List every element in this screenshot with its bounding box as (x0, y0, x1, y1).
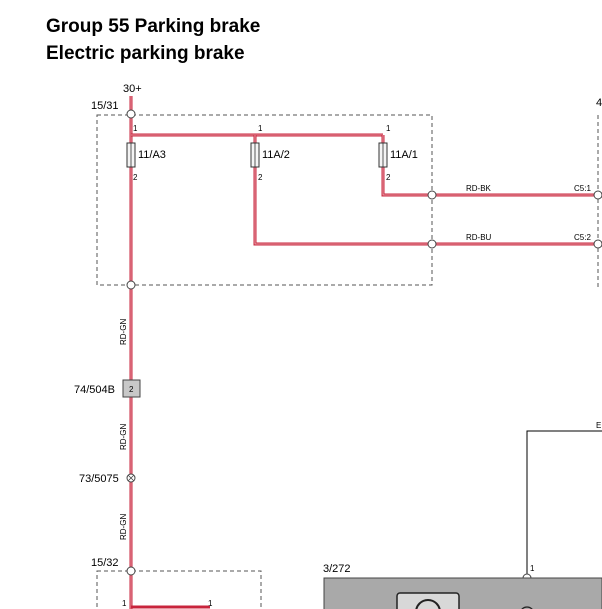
fuse-11a2-pin-top: 1 (258, 124, 263, 133)
supply-node (126, 109, 136, 119)
fuse-11a3-pin-top: 1 (133, 124, 138, 133)
wire-rd-bu-label: RD-BU (466, 233, 492, 242)
splice-73-5075-label: 73/5075 (79, 473, 119, 485)
bottom-mid-pin-label: 1 (208, 599, 213, 608)
fuse-11a2-label: 11A/2 (262, 149, 290, 161)
box-exit-node (126, 280, 136, 290)
bottom-box-label: 15/32 (91, 557, 119, 569)
fuse-11a1-pin-bottom: 2 (386, 173, 391, 182)
connector-74-504b-label: 74/504B (74, 384, 115, 396)
c5-2-node (593, 239, 602, 249)
top-box-label: 15/31 (91, 100, 119, 112)
page-subtitle: Electric parking brake (46, 43, 245, 64)
rd-bk-box-node (427, 190, 437, 200)
supply-label: 30+ (123, 83, 142, 95)
bottom-box-node (126, 566, 136, 576)
wire-rd-gn-label-1: RD-GN (119, 319, 128, 345)
c5-1-node (593, 190, 602, 200)
wire-rd-gn-label-3: RD-GN (119, 514, 128, 540)
fuse-box-outline (96, 114, 433, 286)
edge-mark-mid-right: E (596, 421, 601, 430)
fuse-11a3-pin-bottom: 2 (133, 173, 138, 182)
rd-bu-box-node (427, 239, 437, 249)
edge-mark-top-right: 4 (596, 97, 602, 109)
wire-rd-bk-path (381, 135, 602, 197)
page-title: Group 55 Parking brake (46, 16, 261, 37)
fuse-11a1-label: 11A/1 (390, 149, 418, 161)
component-signal-wire (526, 430, 602, 609)
fuse-11a2-pin-bottom: 2 (258, 173, 263, 182)
parking-brake-switch-icon (396, 592, 460, 609)
component-pin-label: 1 (530, 564, 535, 573)
fuse-11a3-label: 11/A3 (138, 149, 166, 161)
bottom-left-pin-label: 1 (122, 599, 127, 608)
fuse-11a1-pin-top: 1 (386, 124, 391, 133)
bottom-box-outline (96, 570, 262, 609)
connector-74-504b-symbol (122, 379, 141, 398)
connector-c5-1-label: C5:1 (574, 184, 591, 193)
wire-rd-bu-path (253, 135, 602, 246)
component-3-272-body (323, 577, 602, 609)
splice-73-5075-icon (126, 473, 136, 483)
connector-c5-2-label: C5:2 (574, 233, 591, 242)
connector-74-504b-pin: 2 (129, 385, 134, 394)
wire-rd-bk-label: RD-BK (466, 184, 492, 193)
wire-rd-gn-label-2: RD-GN (119, 424, 128, 450)
component-label: 3/272 (323, 563, 351, 575)
parking-brake-symbol-icon (415, 599, 441, 609)
